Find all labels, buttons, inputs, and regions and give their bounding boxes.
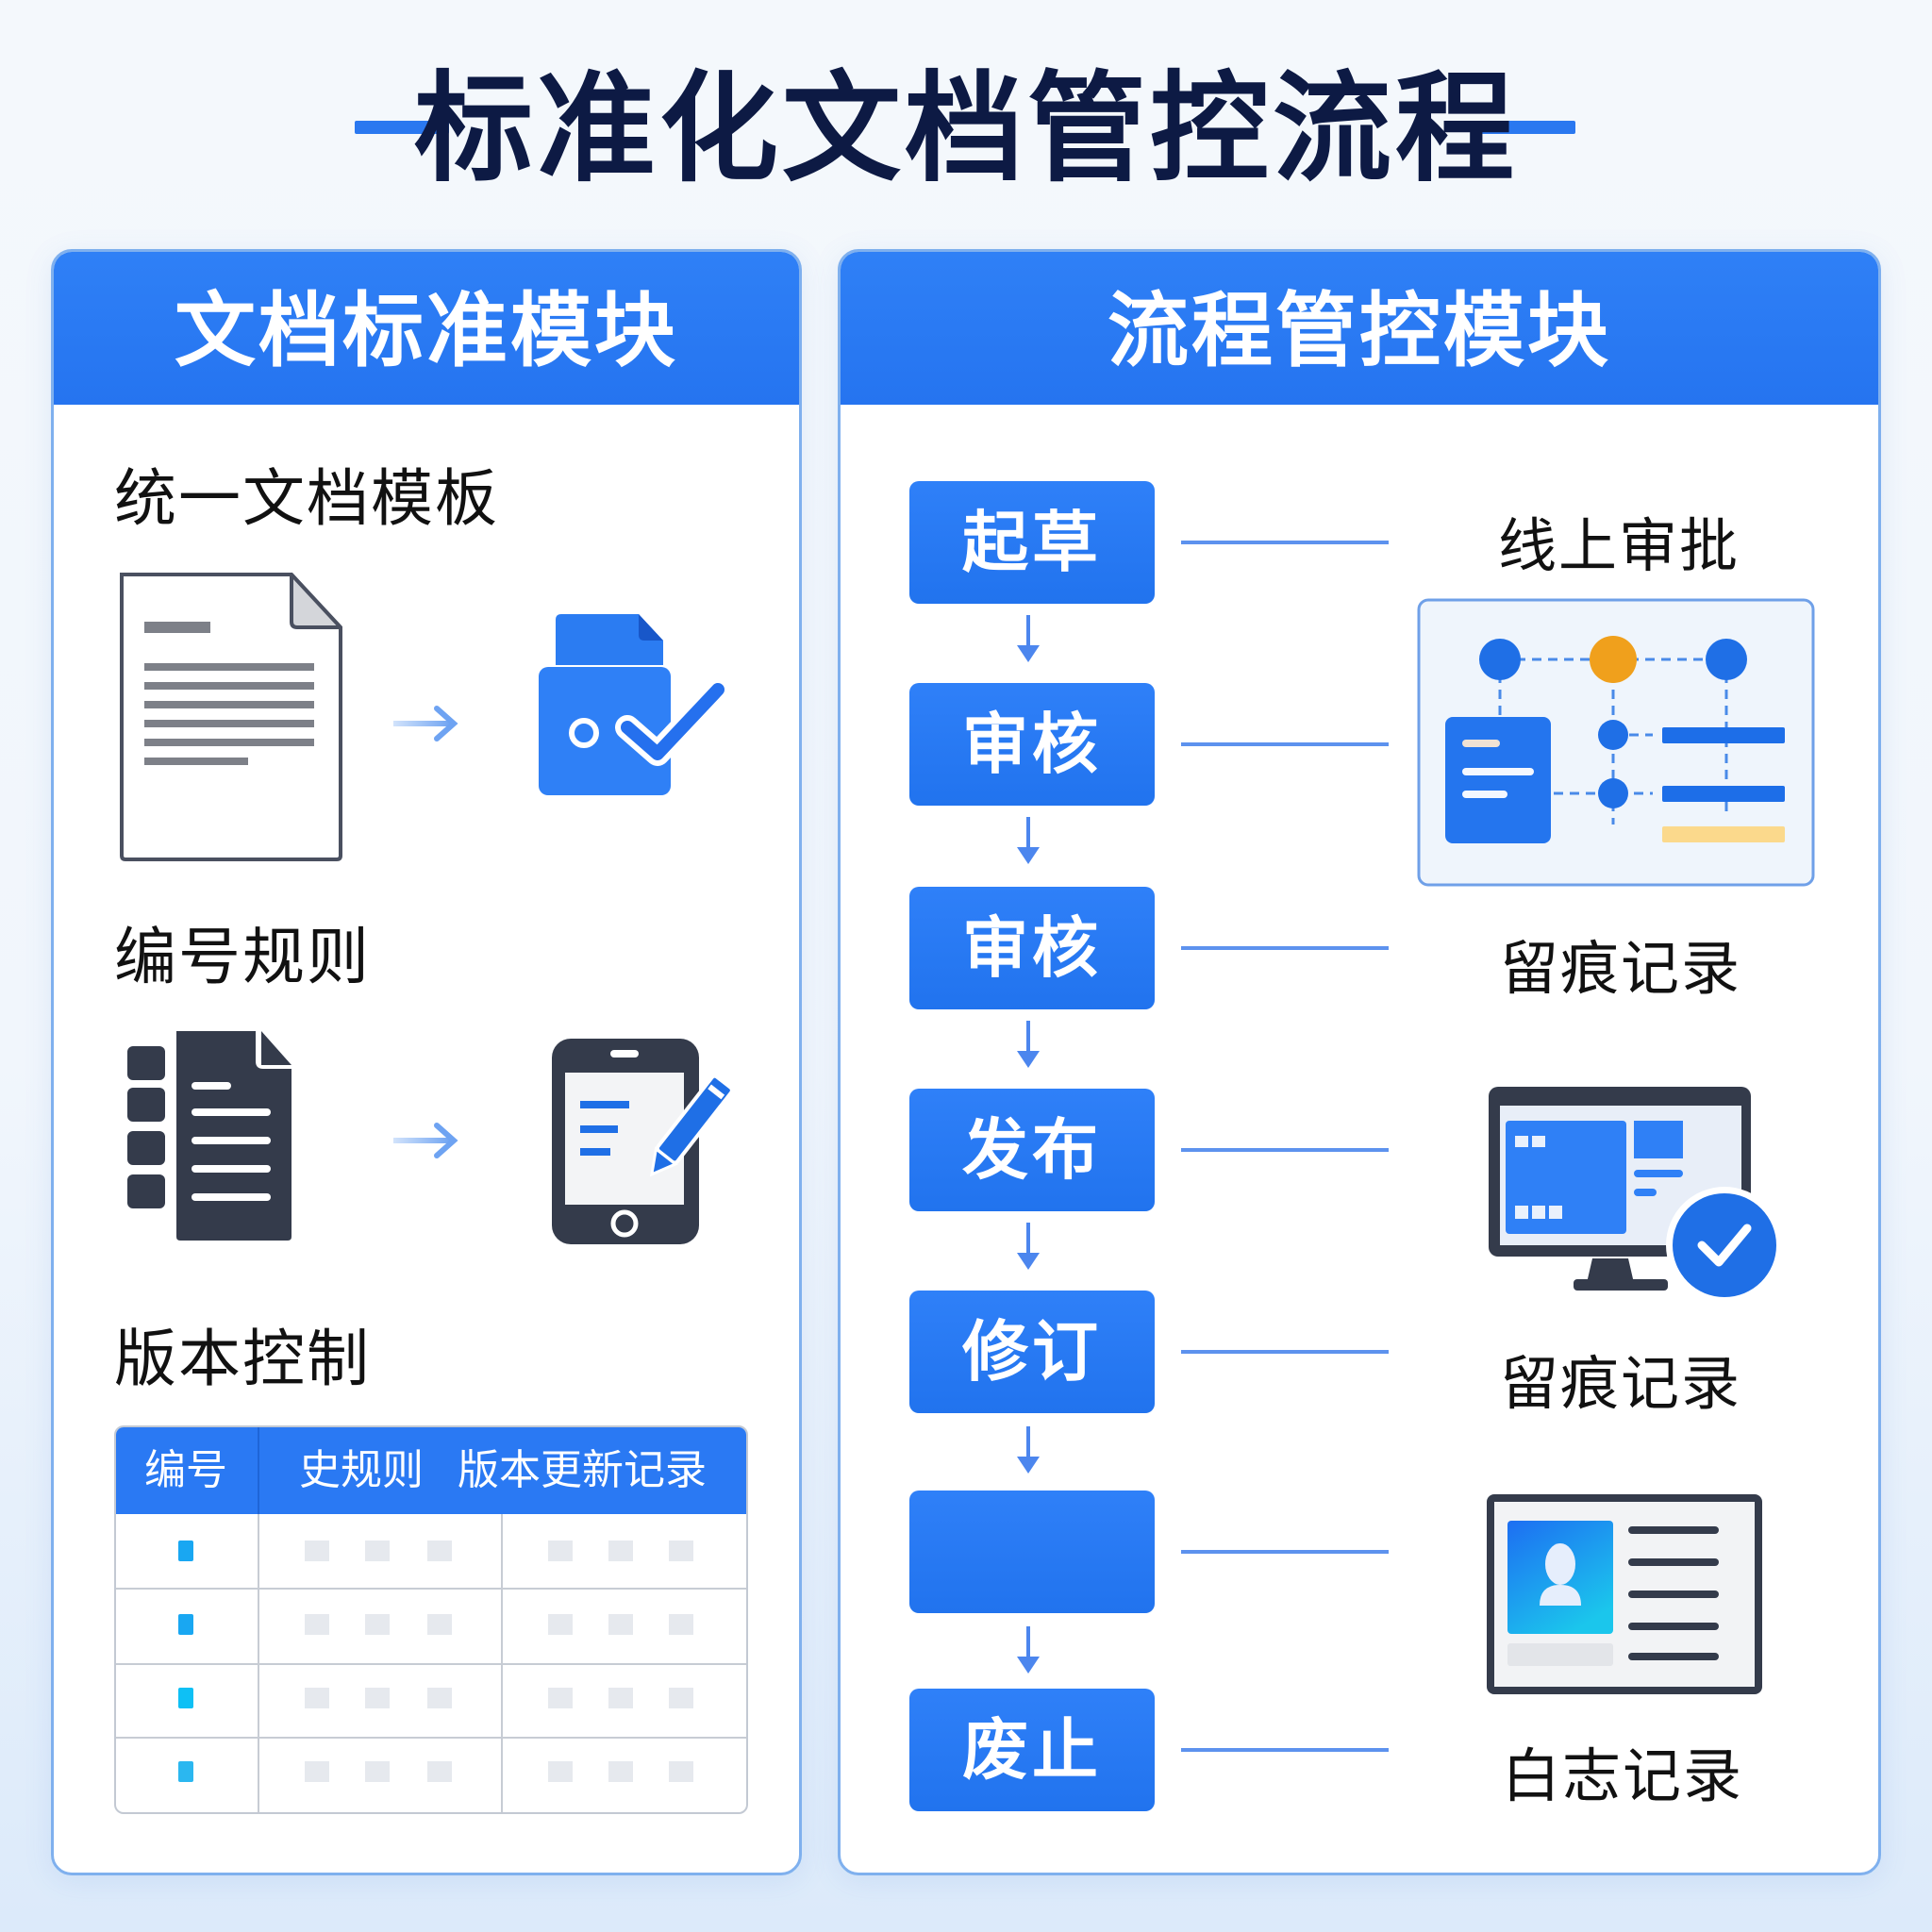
page-title: 标准化文档管控流程 [414,59,1518,198]
numbered-document-icon [124,1027,359,1244]
section-label-template: 统一文档模板 [114,462,499,535]
divider [116,1737,746,1739]
divider [116,1663,746,1665]
step-draft: 起草 [909,481,1155,604]
panel-header: 流程管控模块 [841,252,1878,405]
divider [116,1588,746,1590]
table-header-version-log: 版本更新记录 [458,1446,707,1494]
down-arrow-head [1017,1051,1040,1068]
connector-line [1181,946,1389,950]
document-outline-icon [116,569,346,863]
arrow-right-icon [393,1122,459,1159]
profile-card-icon [1483,1491,1766,1698]
down-arrow-icon [1026,1223,1030,1253]
down-arrow-head [1017,1457,1040,1474]
down-arrow-icon [1026,1426,1030,1457]
table-header-rules: 史规则 [299,1446,424,1494]
arrow-right-icon [393,705,459,742]
down-arrow-head [1017,847,1040,864]
down-arrow-head [1017,645,1040,662]
label-trace-record-2: 留痕记录 [1500,1349,1742,1418]
step-publish: 发布 [909,1089,1155,1211]
mobile-edit-icon [544,1035,752,1250]
connector-line [1181,742,1389,746]
section-label-version: 版本控制 [114,1323,371,1395]
document-standard-panel: 文档标准模块 统一文档模板 [51,249,802,1875]
down-arrow-icon [1026,615,1030,645]
panel-header: 文档标准模块 [54,252,799,405]
step-revise: 修订 [909,1291,1155,1413]
step-review-2: 审核 [909,887,1155,1009]
connector-line [1181,1350,1389,1354]
label-log-record: 白志记录 [1502,1741,1744,1810]
connector-line [1181,1550,1389,1554]
title-decoration-right [1481,121,1575,134]
down-arrow-head [1017,1253,1040,1270]
section-label-numbering: 编号规则 [114,921,371,993]
title-decoration-left [355,121,449,134]
table-header-number: 编号 [144,1446,227,1494]
label-online-approval: 线上审批 [1498,511,1740,580]
down-arrow-icon [1026,1626,1030,1657]
down-arrow-icon [1026,817,1030,847]
workflow-diagram-icon [1417,598,1815,887]
connector-line [1181,1148,1389,1152]
connector-line [1181,1748,1389,1752]
down-arrow-icon [1026,1021,1030,1051]
folder-check-icon [535,610,742,799]
version-table: 编号 史规则 版本更新记录 [114,1425,748,1814]
label-trace-record-1: 留痕记录 [1500,934,1742,1003]
step-blank [909,1491,1155,1613]
table-header [116,1427,746,1514]
step-abolish: 废止 [909,1689,1155,1811]
down-arrow-head [1017,1657,1040,1674]
step-review-1: 审核 [909,683,1155,806]
connector-line [1181,541,1389,544]
monitor-check-icon [1487,1085,1789,1311]
